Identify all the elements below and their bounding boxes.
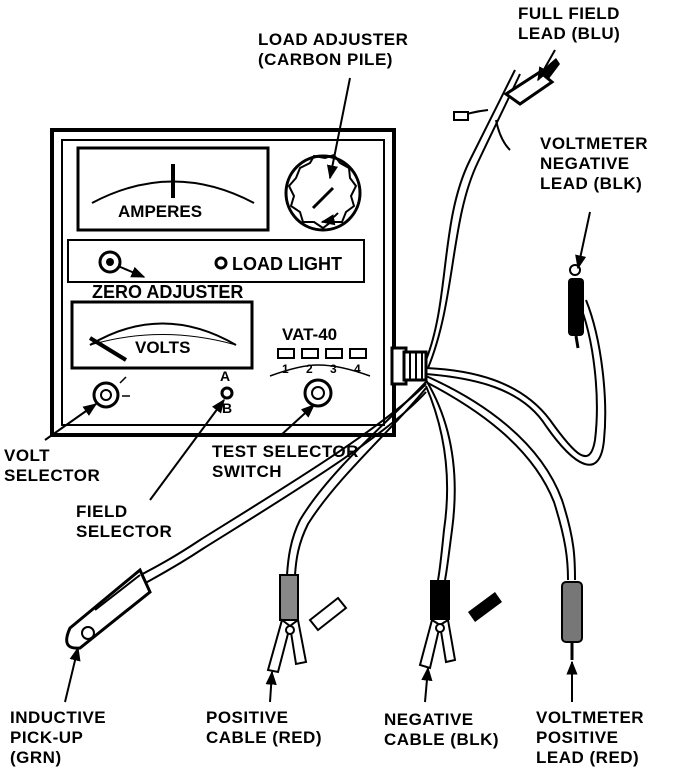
voltmeter-positive-label: VOLTMETER POSITIVE LEAD (RED) [536, 708, 645, 767]
position-1-label: 1 [282, 362, 289, 376]
position-2-label: 2 [306, 362, 313, 376]
volt-selector-knob[interactable] [92, 376, 130, 409]
field-position-b-label: B [222, 400, 233, 416]
voltmeter-negative-probe [568, 264, 584, 349]
position-3-label: 3 [330, 362, 337, 376]
field-selector-switch[interactable] [220, 386, 234, 400]
volt-selector-label: VOLT SELECTOR [4, 446, 101, 485]
volts-label: VOLTS [135, 338, 191, 357]
ammeter [76, 146, 270, 232]
field-position-a-label: A [220, 368, 231, 384]
cables [134, 69, 607, 587]
voltmeter-positive-probe [561, 581, 583, 660]
voltmeter [70, 300, 254, 370]
negative-cable-label: NEGATIVE CABLE (BLK) [384, 710, 500, 749]
amperes-label: AMPERES [118, 202, 203, 221]
positive-cable-clamp [266, 574, 348, 674]
model-label: VAT-40 [282, 325, 338, 344]
load-adjuster-knob[interactable] [284, 153, 362, 232]
test-selector-label: TEST SELECTOR SWITCH [212, 442, 359, 481]
voltmeter-negative-label: VOLTMETER NEGATIVE LEAD (BLK) [540, 134, 649, 193]
field-selector-label: FIELD SELECTOR [76, 502, 173, 541]
voltmeter-needle [88, 336, 128, 362]
test-selector-positions [269, 348, 371, 377]
cable-connector [390, 346, 428, 386]
position-4-label: 4 [354, 362, 361, 376]
positive-cable-label: POSITIVE CABLE (RED) [206, 708, 322, 747]
zero-adjuster-label: ZERO ADJUSTER [92, 282, 244, 302]
negative-cable-clamp [418, 580, 502, 670]
inductive-pickup-label: INDUCTIVE PICK-UP (GRN) [10, 708, 107, 767]
leader-arrows [44, 49, 591, 703]
load-light-lamp [214, 256, 228, 270]
test-selector-knob[interactable] [303, 378, 333, 408]
full-field-lead-label: FULL FIELD LEAD (BLU) [518, 4, 621, 43]
inductive-pickup-clamp [65, 567, 152, 650]
load-adjuster-label: LOAD ADJUSTER (CARBON PILE) [258, 30, 409, 69]
load-light-label: LOAD LIGHT [232, 254, 342, 274]
indicator-strip [67, 239, 365, 283]
